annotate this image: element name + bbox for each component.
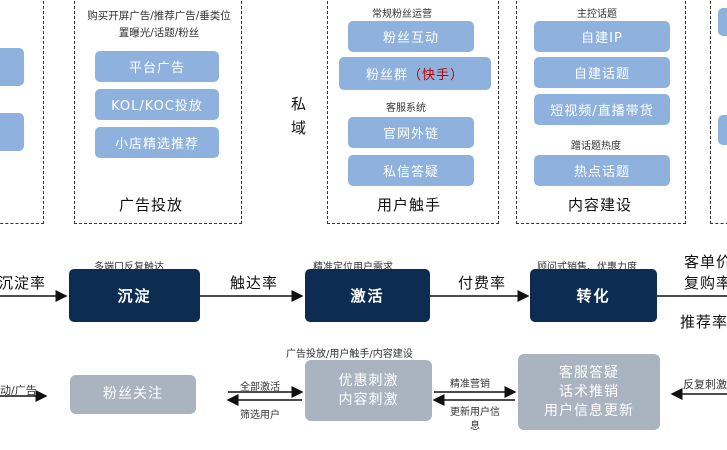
- content-box: [516, 0, 686, 224]
- ad-box: [74, 0, 242, 224]
- note-settle: 多端口反复触达: [94, 262, 164, 273]
- left-partial-box: [0, 0, 44, 224]
- bottom-right-cut: 反复刺激: [683, 378, 727, 391]
- touch-section1: 常规粉丝运营: [372, 9, 432, 20]
- ad-item-kol: KOL/KOC投放: [95, 89, 219, 120]
- content-title: 内容建设: [568, 196, 633, 214]
- node-activate: 激活: [305, 269, 430, 322]
- gnode-service: 客服答疑 话术推销 用户信息更新: [518, 354, 660, 430]
- right-partial-box: [710, 0, 727, 224]
- ad-item-store: 小店精选推荐: [95, 127, 219, 158]
- content-item-live: 短视频/直播带货: [534, 94, 670, 125]
- arrow2-bottom-note: 更新用户信息: [450, 407, 500, 432]
- note-convert: 顾问式销售、优惠力度: [537, 262, 637, 273]
- arrow1-top-note: 全部激活: [240, 382, 280, 393]
- left-partial-pill-1: [0, 48, 24, 86]
- touch-item-fans-group: 粉丝群（快手）: [339, 57, 491, 90]
- touch-title: 用户触手: [377, 196, 442, 214]
- content-item-hot: 热点话题: [534, 155, 670, 186]
- touch-item-dm: 私信答疑: [348, 155, 474, 186]
- touch-section2: 客服系统: [386, 103, 426, 114]
- arrow2-top-note: 精准营销: [450, 379, 490, 390]
- fans-group-text: 粉丝群: [365, 68, 408, 83]
- left-partial-pill-2: [0, 113, 24, 151]
- bottom-top-note: 广告投放/用户触手/内容建设: [286, 349, 413, 360]
- node-convert: 转化: [530, 269, 657, 322]
- right-label-price: 客单价: [684, 253, 727, 271]
- content-item-ip: 自建IP: [534, 21, 670, 52]
- right-partial-pill-2: [718, 115, 727, 145]
- fans-group-highlight: （快手）: [408, 68, 465, 83]
- ad-item-platform: 平台广告: [95, 51, 219, 82]
- rate-reach: 触达率: [230, 274, 279, 292]
- private-domain-label: 私域: [291, 95, 308, 137]
- arrow1-bottom-note: 筛选用户: [240, 410, 280, 421]
- gnode-stimulate: 优惠刺激 内容刺激: [305, 360, 432, 421]
- note-activate: 精准定位用户需求: [313, 262, 393, 273]
- content-item-topic: 自建话题: [534, 57, 670, 88]
- node-settle: 沉淀: [69, 269, 200, 322]
- content-section1: 主控话题: [577, 9, 617, 20]
- gnode-follow: 粉丝关注: [70, 375, 196, 414]
- ad-note: 购买开屏广告/推荐广告/垂类位置曝光/话题/粉丝: [87, 10, 231, 39]
- rate-pay: 付费率: [458, 274, 507, 292]
- left-cut-rate: 沉淀率: [0, 274, 47, 292]
- right-label-repurchase: 复购率: [684, 274, 727, 292]
- touch-item-website: 官网外链: [348, 117, 474, 148]
- touch-box: [327, 0, 499, 224]
- content-section2: 蹭话题热度: [571, 141, 621, 152]
- ad-title: 广告投放: [119, 196, 184, 214]
- bottom-left-cut: 动/广告: [0, 384, 37, 397]
- right-partial-pill-1: [718, 8, 727, 36]
- touch-item-fans-interact: 粉丝互动: [348, 21, 474, 52]
- right-label-recommend: 推荐率: [680, 313, 727, 331]
